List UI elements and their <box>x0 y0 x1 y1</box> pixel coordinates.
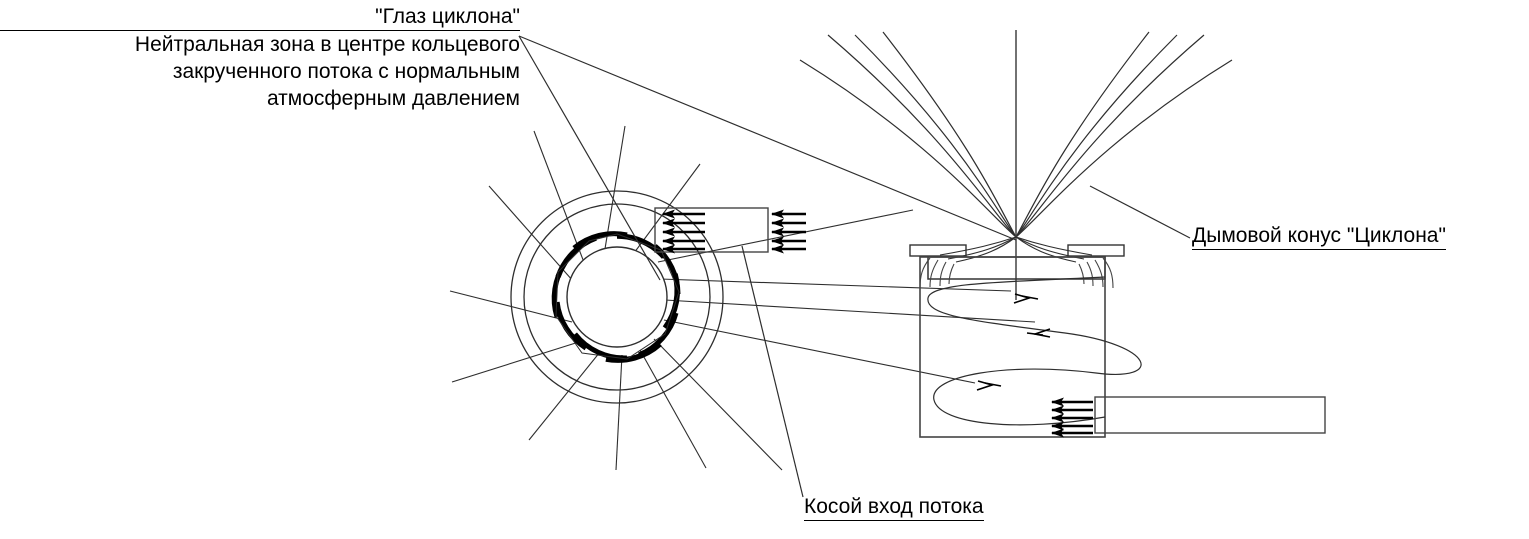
cyclone-chamber <box>919 256 1106 438</box>
internal-helix <box>927 276 1142 426</box>
label-cyclone-eye-line1: Нейтральная зона в центре кольцевого <box>134 33 520 56</box>
leader-inlet <box>741 245 804 498</box>
label-cyclone-eye-line2: закрученного потока с нормальным <box>172 60 520 83</box>
plan-view-group <box>449 125 1036 471</box>
leader-eye-to-plan <box>518 35 661 281</box>
label-cyclone-eye: "Глаз циклона" Нейтральная зона в центре… <box>0 4 520 112</box>
plan-radial-streamlines <box>449 125 1036 471</box>
helix-flow-arrows <box>976 293 1051 391</box>
label-cyclone-eye-title: "Глаз циклона" <box>0 4 520 31</box>
label-smoke-cone: Дымовой конус "Циклона" <box>1192 224 1446 250</box>
section-view-group <box>799 30 1326 438</box>
plan-mid-ring <box>523 203 711 391</box>
plan-vane-ring <box>551 231 681 363</box>
smoke-cone-lines <box>799 31 1233 238</box>
plan-outer-ring <box>510 190 724 404</box>
leader-cone <box>1089 185 1191 239</box>
flange-left <box>909 244 967 257</box>
section-inlet-duct <box>1051 396 1326 438</box>
plan-inlet-duct <box>654 207 806 254</box>
label-cyclone-eye-line3: атмосферным давлением <box>266 87 520 110</box>
label-oblique-inlet: Косой вход потока <box>804 495 984 521</box>
flange-right <box>1067 244 1125 257</box>
plan-cyclone-eye <box>566 246 668 348</box>
leader-lines <box>518 35 1191 498</box>
leader-eye-to-section <box>518 35 1017 241</box>
